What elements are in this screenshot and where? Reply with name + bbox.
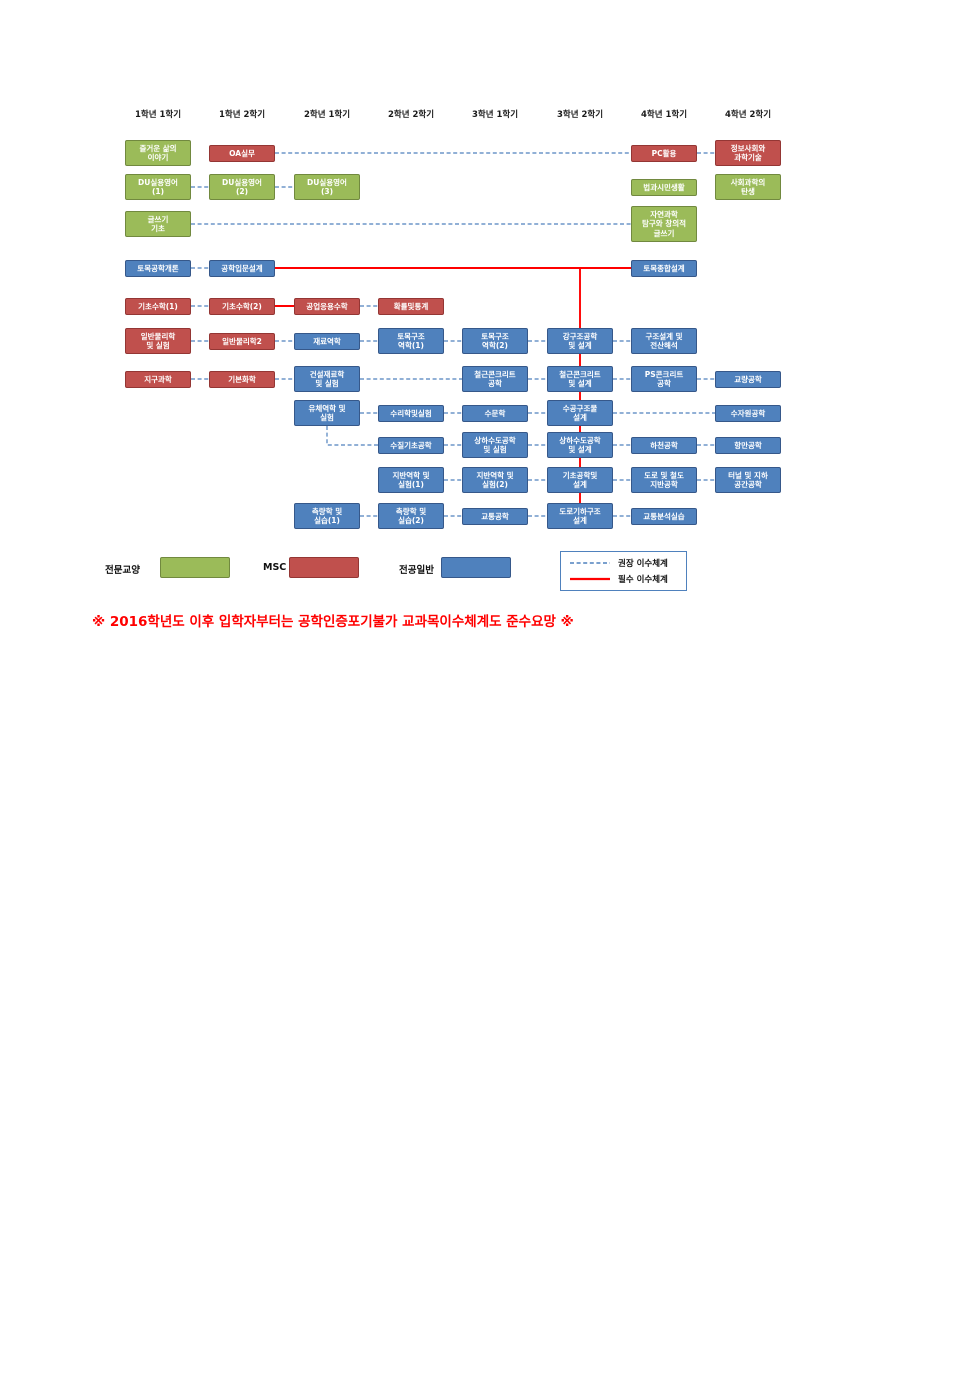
course-box-c-river: 하천공학 xyxy=(631,437,697,454)
course-box-c-mechmat: 재료역학 xyxy=(294,333,360,350)
course-box-c-roadrail: 도로 및 철도 지반공학 xyxy=(631,467,697,493)
course-box-c-rc: 철근콘크리트 공학 xyxy=(462,366,528,392)
course-box-c-soil1: 지반역학 및 실험(1) xyxy=(378,467,444,493)
course-box-c-ps: PS콘크리트 공학 xyxy=(631,366,697,392)
course-box-c-roadgeom: 도로기하구조 설계 xyxy=(547,503,613,529)
semester-header-5: 3학년 1학기 xyxy=(471,110,519,120)
course-box-c-survey2: 측량학 및 실습(2) xyxy=(378,503,444,529)
recommended-line-icon xyxy=(570,562,610,565)
course-box-c-tunnel: 터널 및 지하 공간공학 xyxy=(715,467,781,493)
course-box-c-eng2: DU실용영어 (2) xyxy=(209,174,275,200)
connection-recommended-c-fluid-c-waterquality xyxy=(326,426,378,446)
course-box-c-conmat: 건설재료학 및 실험 xyxy=(294,366,360,392)
legend-recommended-row: 권장 이수체계 xyxy=(569,557,678,569)
legend-swatch-red xyxy=(289,557,359,578)
course-box-c-waterres: 수자원공학 xyxy=(715,405,781,422)
course-box-c-math1: 기초수학(1) xyxy=(125,298,191,315)
course-box-c-structdesign: 구조설계 및 전산해석 xyxy=(631,328,697,354)
course-box-c-oa: OA실무 xyxy=(209,145,275,162)
course-box-c-rcdesign: 철근콘크리트 및 설계 xyxy=(547,366,613,392)
legend-swatch-green xyxy=(160,557,230,578)
course-box-c-phys2: 일반물리학2 xyxy=(209,333,275,350)
curriculum-flowchart: 1학년 1학기 1학년 2학기 2학년 1학기 2학년 2학기 3학년 1학기 3학년 2… xyxy=(0,0,971,660)
course-box-c-struct2: 토목구조 역학(2) xyxy=(462,328,528,354)
legend: 권장 이수체계 필수 이수체계 전문교양 MSC 전공일반 xyxy=(0,0,971,591)
connection-lines-layer xyxy=(191,152,715,517)
legend-swatch-blue xyxy=(441,557,511,578)
semester-header-8: 4학년 2학기 xyxy=(724,110,772,120)
course-box-c-waterquality: 수질기초공학 xyxy=(378,437,444,454)
course-box-c-harbor: 항만공학 xyxy=(715,437,781,454)
course-box-c-survey1: 측량학 및 실습(1) xyxy=(294,503,360,529)
legend-category-label-red: MSC xyxy=(263,562,287,573)
semester-header-1: 1학년 1학기 xyxy=(134,110,182,120)
course-box-c-stats: 확률및통계 xyxy=(378,298,444,315)
course-box-c-intro: 토목공학개론 xyxy=(125,260,191,277)
course-box-c-traffic: 교통공학 xyxy=(462,508,528,525)
course-box-c-foundation: 기초공학및 설계 xyxy=(547,467,613,493)
recommended-line-label: 권장 이수체계 xyxy=(618,559,668,570)
course-box-c-soil2: 지반역학 및 실험(2) xyxy=(462,467,528,493)
course-box-c-hydrodesign: 수공구조물 설계 xyxy=(547,400,613,426)
course-box-c-eng3: DU실용영어 (3) xyxy=(294,174,360,200)
course-box-c-hydrology: 수문학 xyxy=(462,405,528,422)
semester-header-3: 2학년 1학기 xyxy=(303,110,351,120)
course-box-c-eng1: DU실용영어 (1) xyxy=(125,174,191,200)
course-box-c-hydraulics: 수리학및실험 xyxy=(378,405,444,422)
course-box-c-sewer2: 상하수도공학 및 설계 xyxy=(547,432,613,458)
semester-header-7: 4학년 1학기 xyxy=(640,110,688,120)
legend-category-label-blue: 전공일반 xyxy=(399,565,434,576)
compliance-note: ※ 2016학년도 이후 입학자부터는 공학인증포기불가 교과목이수체계도 준수… xyxy=(92,614,574,630)
course-box-c-capstone: 토목종합설계 xyxy=(631,260,697,277)
course-box-c-pc: PC활용 xyxy=(631,145,697,162)
course-box-c-engdesign: 공학입문설계 xyxy=(209,260,275,277)
course-box-c-steel: 강구조공학 및 설계 xyxy=(547,328,613,354)
course-box-c-infosoc: 정보사회와 과학기술 xyxy=(715,140,781,166)
course-box-c-trafficlab: 교통분석실습 xyxy=(631,508,697,525)
course-box-c-struct1: 토목구조 역학(1) xyxy=(378,328,444,354)
course-box-c-engmath: 공업응용수학 xyxy=(294,298,360,315)
semester-header-6: 3학년 2학기 xyxy=(556,110,604,120)
course-box-c-joyful: 즐거운 삶의 이야기 xyxy=(125,140,191,166)
course-box-c-sciwriting: 자연과학 탐구와 창의적 글쓰기 xyxy=(631,206,697,242)
semester-header-2: 1학년 2학기 xyxy=(218,110,266,120)
course-box-c-socsci: 사회과학의 탄생 xyxy=(715,174,781,200)
course-box-c-fluid: 유체역학 및 실험 xyxy=(294,400,360,426)
required-line-label: 필수 이수체계 xyxy=(618,574,668,585)
course-box-c-writing: 글쓰기 기초 xyxy=(125,211,191,237)
required-line-icon xyxy=(570,577,610,580)
course-box-c-law: 법과시민생활 xyxy=(631,179,697,196)
course-box-c-sewer1: 상하수도공학 및 실험 xyxy=(462,432,528,458)
legend-required-row: 필수 이수체계 xyxy=(569,573,678,585)
semester-header-4: 2학년 2학기 xyxy=(387,110,435,120)
course-box-c-chem: 기본화학 xyxy=(209,371,275,388)
course-box-c-bridge: 교량공학 xyxy=(715,371,781,388)
legend-key-box: 권장 이수체계 필수 이수체계 xyxy=(560,551,687,591)
legend-category-label-green: 전문교양 xyxy=(105,565,140,576)
course-box-c-phys1: 일반물리학 및 실험 xyxy=(125,328,191,354)
course-box-c-earth: 지구과학 xyxy=(125,371,191,388)
course-box-c-math2: 기초수학(2) xyxy=(209,298,275,315)
